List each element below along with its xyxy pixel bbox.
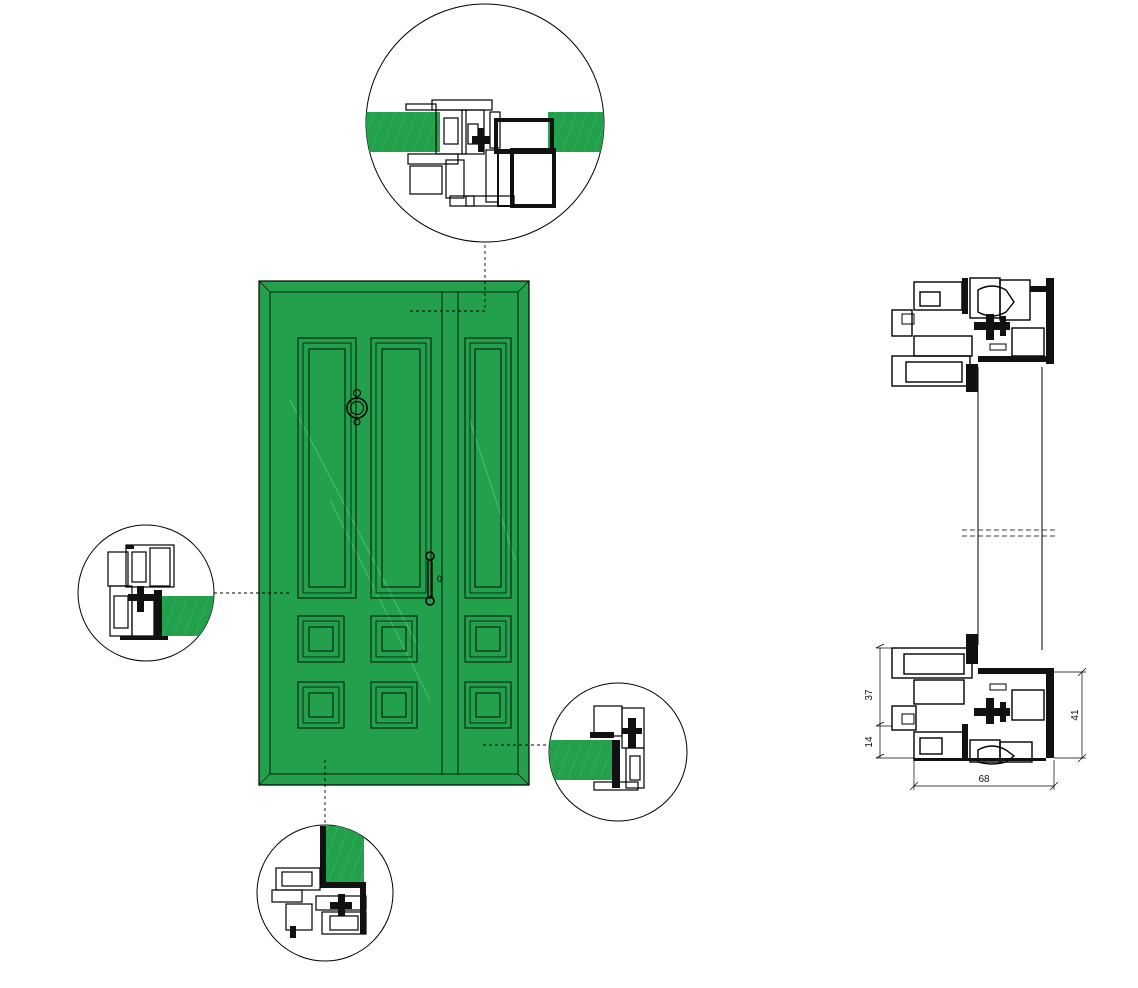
door-knocker-icon	[346, 389, 368, 426]
tall-panel-sidelight	[464, 337, 512, 599]
section-top-profile	[891, 277, 1054, 392]
dimension-lines	[875, 643, 1087, 791]
dimension-height-lower: 14	[864, 736, 875, 748]
detail-circle-left	[77, 524, 215, 662]
detail-circle-bottom	[256, 824, 394, 962]
section-profile: 37 14 41 68	[864, 277, 1087, 791]
small-panels-row-2	[297, 681, 512, 729]
door-inner-frame	[269, 291, 519, 775]
door-elevation: 0	[258, 280, 530, 786]
section-bottom-profile	[891, 634, 1054, 765]
dimension-height-upper: 37	[864, 689, 875, 701]
tall-panel-middle	[370, 337, 432, 599]
detail-circle-right	[548, 682, 688, 822]
small-panels-row-1	[297, 615, 512, 663]
detail-circle-top	[365, 3, 605, 243]
tall-panel-left	[297, 337, 357, 599]
dimension-height-total: 41	[1070, 709, 1081, 721]
detail-leaders	[214, 242, 549, 825]
dimension-width: 68	[978, 774, 990, 785]
door-handle-icon	[425, 551, 435, 606]
keyhole-label: 0	[437, 574, 442, 584]
